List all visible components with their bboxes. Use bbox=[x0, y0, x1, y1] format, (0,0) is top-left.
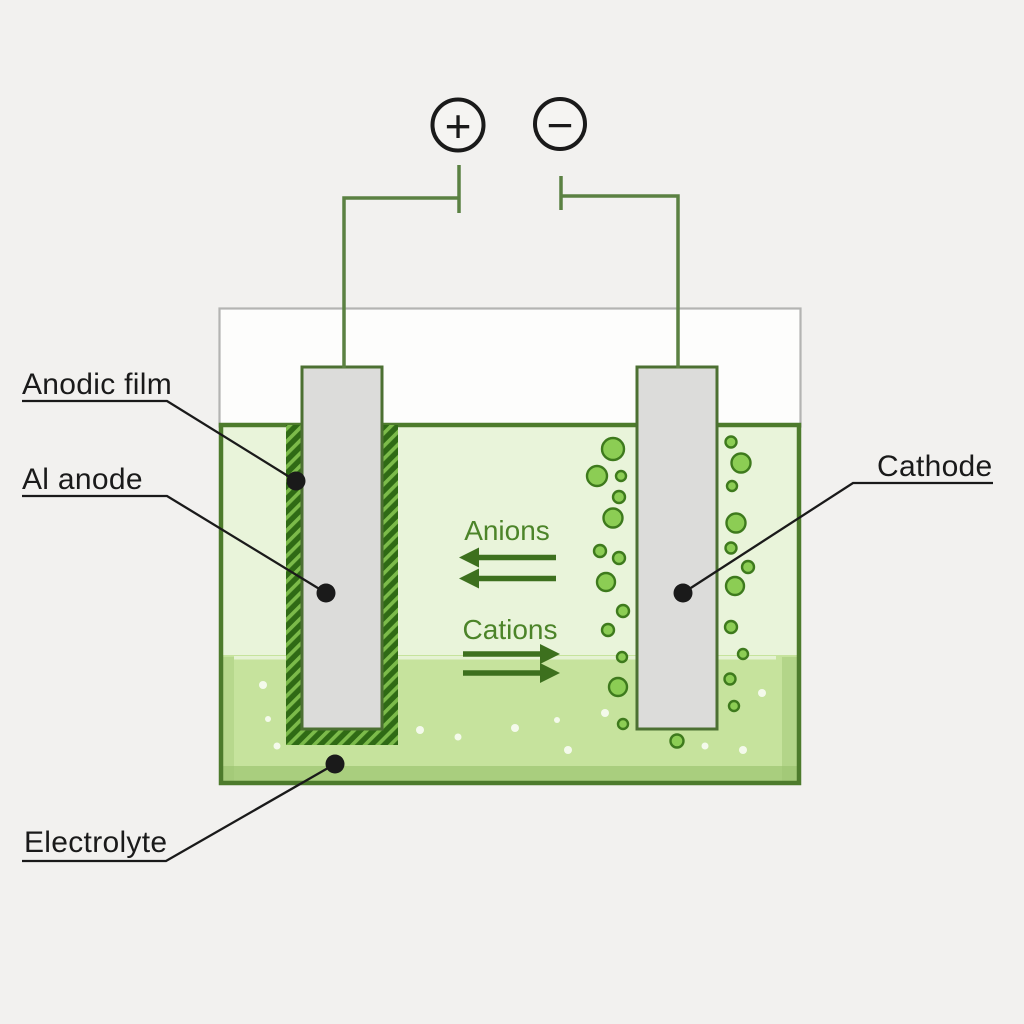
tank-liquid-border bbox=[218, 422, 802, 786]
speckle bbox=[564, 746, 572, 754]
speckle bbox=[701, 742, 709, 750]
plus-icon: + bbox=[445, 100, 472, 152]
anodic-film-dot bbox=[286, 471, 306, 491]
negative-terminal-circle bbox=[533, 97, 587, 151]
electrolyte-left-shadow bbox=[222, 657, 234, 783]
bubble bbox=[600, 622, 616, 638]
al-anode-label: Al anode bbox=[22, 463, 143, 496]
speckle bbox=[511, 724, 519, 732]
positive-terminal: + bbox=[430, 97, 486, 153]
bubble bbox=[727, 699, 741, 713]
electrolyte-bottom-shadow bbox=[222, 766, 798, 783]
bubble bbox=[724, 435, 738, 449]
bubble bbox=[585, 464, 609, 488]
bubble bbox=[600, 436, 626, 462]
bubble bbox=[740, 559, 756, 575]
bubble bbox=[611, 550, 627, 566]
bubble bbox=[730, 452, 752, 474]
bubble bbox=[723, 672, 737, 686]
speckle bbox=[554, 717, 560, 723]
bubble bbox=[592, 543, 608, 559]
bubble bbox=[611, 489, 627, 505]
al-anode-dot bbox=[316, 583, 336, 603]
bubble bbox=[616, 717, 630, 731]
speckle bbox=[259, 681, 267, 689]
electrolyte-dot bbox=[325, 754, 345, 774]
speckle bbox=[601, 709, 609, 717]
bubble bbox=[724, 541, 738, 555]
anions-arrow-1 bbox=[459, 547, 556, 568]
bubble bbox=[736, 647, 750, 661]
cathode-wire bbox=[561, 194, 680, 368]
callout-electrolyte: Electrolyte bbox=[22, 754, 345, 863]
bubble bbox=[669, 733, 685, 749]
minus-icon: − bbox=[547, 99, 574, 151]
cations-arrow-1 bbox=[463, 644, 560, 664]
electrolyte-leader bbox=[22, 763, 336, 863]
anodic-film-label: Anodic film bbox=[22, 368, 172, 401]
bubble bbox=[725, 512, 747, 534]
right-arrowhead-icon bbox=[540, 644, 560, 664]
negative-terminal: − bbox=[533, 97, 587, 151]
positive-terminal-circle bbox=[430, 97, 486, 153]
bubble bbox=[615, 603, 631, 619]
speckle bbox=[454, 733, 462, 741]
anions-arrow-2 bbox=[459, 568, 556, 589]
left-arrowhead-icon bbox=[459, 547, 479, 568]
ion-flow-annotations: Anions Cations bbox=[459, 515, 560, 683]
callout-cathode: Cathode bbox=[673, 450, 993, 603]
speckle bbox=[416, 726, 424, 734]
speckle bbox=[265, 716, 271, 722]
bubbles-group bbox=[585, 435, 756, 749]
cathode-label: Cathode bbox=[877, 450, 993, 483]
cations-arrow-2 bbox=[463, 663, 560, 683]
al-anode-leader bbox=[22, 494, 327, 594]
electrolyte-surface-highlight bbox=[234, 656, 776, 660]
callout-anodic-film: Anodic film bbox=[22, 368, 306, 491]
callout-al-anode: Al anode bbox=[22, 463, 336, 603]
speckle bbox=[273, 742, 281, 750]
bubble bbox=[614, 469, 628, 483]
anode-bar bbox=[300, 365, 384, 731]
speckle bbox=[758, 689, 766, 697]
bubble bbox=[723, 619, 739, 635]
cathode-bar bbox=[635, 365, 719, 731]
anions-label: Anions bbox=[464, 515, 550, 546]
anodic-film-leader bbox=[22, 399, 297, 482]
electrolyte-right-shadow bbox=[782, 657, 798, 783]
cations-label: Cations bbox=[463, 614, 558, 645]
bubble bbox=[607, 676, 629, 698]
electrolyte-label: Electrolyte bbox=[24, 826, 167, 859]
bubble bbox=[725, 479, 739, 493]
speckles-group bbox=[259, 681, 766, 754]
bubble bbox=[724, 575, 746, 597]
circuit-wires bbox=[342, 165, 680, 368]
cathode-dot bbox=[673, 583, 693, 603]
bubble bbox=[602, 507, 624, 529]
left-arrowhead-icon bbox=[459, 568, 479, 589]
speckle bbox=[739, 746, 747, 754]
bubble bbox=[595, 571, 617, 593]
anode-wire bbox=[342, 196, 459, 368]
bubble bbox=[615, 650, 629, 664]
cathode-leader bbox=[682, 481, 993, 594]
right-arrowhead-icon bbox=[540, 663, 560, 683]
